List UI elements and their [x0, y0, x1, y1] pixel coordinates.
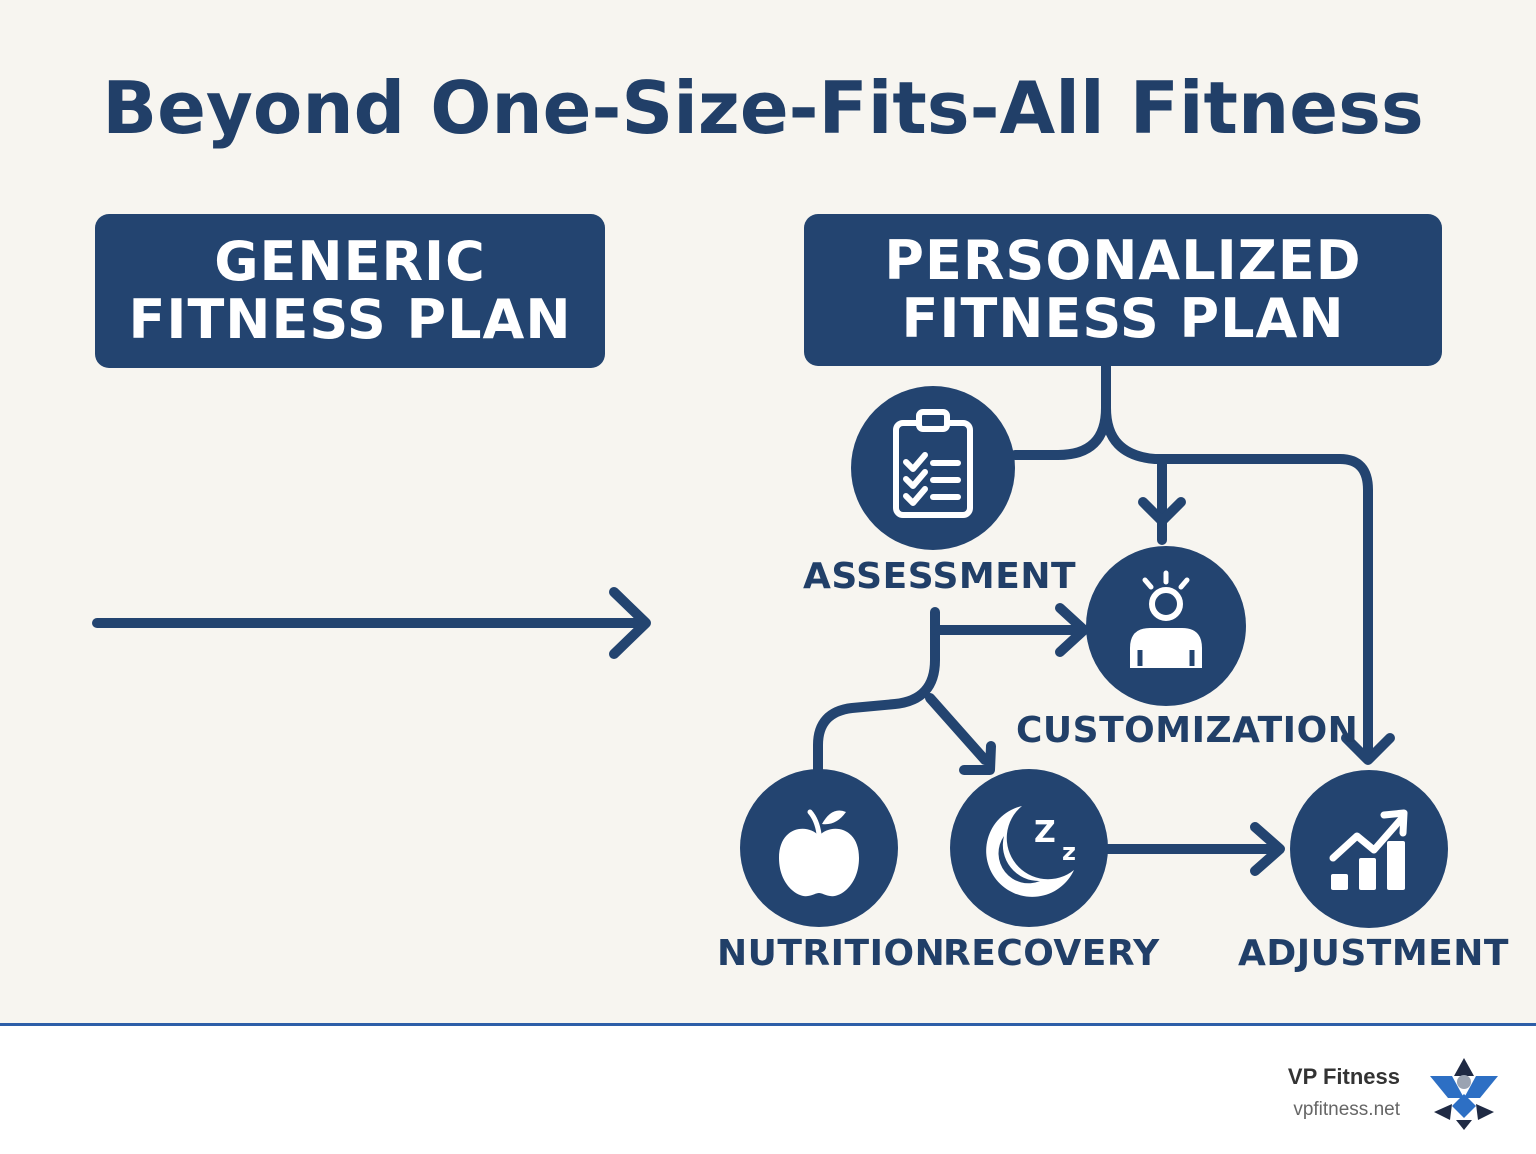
generic-plan-line2: FITNESS PLAN [128, 288, 572, 351]
brand-name: VP Fitness [1287, 1064, 1400, 1089]
personalized-plan-line1: PERSONALIZED [884, 228, 1362, 292]
customization-label: CUSTOMIZATION [1016, 710, 1359, 751]
generic-plan-line1: GENERIC [214, 229, 486, 293]
flow-diagram: Z z [92, 361, 1448, 928]
connector-lines [813, 361, 1395, 876]
footer [0, 1026, 1536, 1154]
customization-node [1086, 546, 1246, 706]
nutrition-label: NUTRITION [717, 933, 946, 974]
person-idea-icon [1130, 570, 1202, 668]
nutrition-node [740, 769, 898, 927]
svg-text:Z: Z [1034, 815, 1056, 850]
page-title: Beyond One-Size-Fits-All Fitness [102, 66, 1424, 150]
svg-text:z: z [1062, 838, 1076, 866]
apple-icon [779, 809, 859, 897]
assessment-node [851, 386, 1015, 550]
moon-sleep-icon: Z z [986, 806, 1076, 897]
brand-url: vpfitness.net [1293, 1099, 1400, 1120]
clipboard-checklist-icon [893, 409, 973, 518]
personalized-plan-line2: FITNESS PLAN [901, 287, 1345, 350]
personalized-plan-box: PERSONALIZED FITNESS PLAN [804, 214, 1442, 366]
adjustment-node [1290, 770, 1448, 928]
adjustment-label: ADJUSTMENT [1238, 933, 1509, 974]
generic-plan-box: GENERIC FITNESS PLAN [95, 214, 605, 368]
growth-chart-icon [1329, 809, 1408, 890]
recovery-label: RECOVERY [943, 933, 1160, 974]
generic-arrow [92, 587, 651, 659]
vp-fitness-logo-icon [1430, 1058, 1498, 1130]
assessment-label: ASSESSMENT [803, 556, 1077, 597]
recovery-node: Z z [950, 769, 1108, 927]
footer-divider [0, 1023, 1536, 1026]
